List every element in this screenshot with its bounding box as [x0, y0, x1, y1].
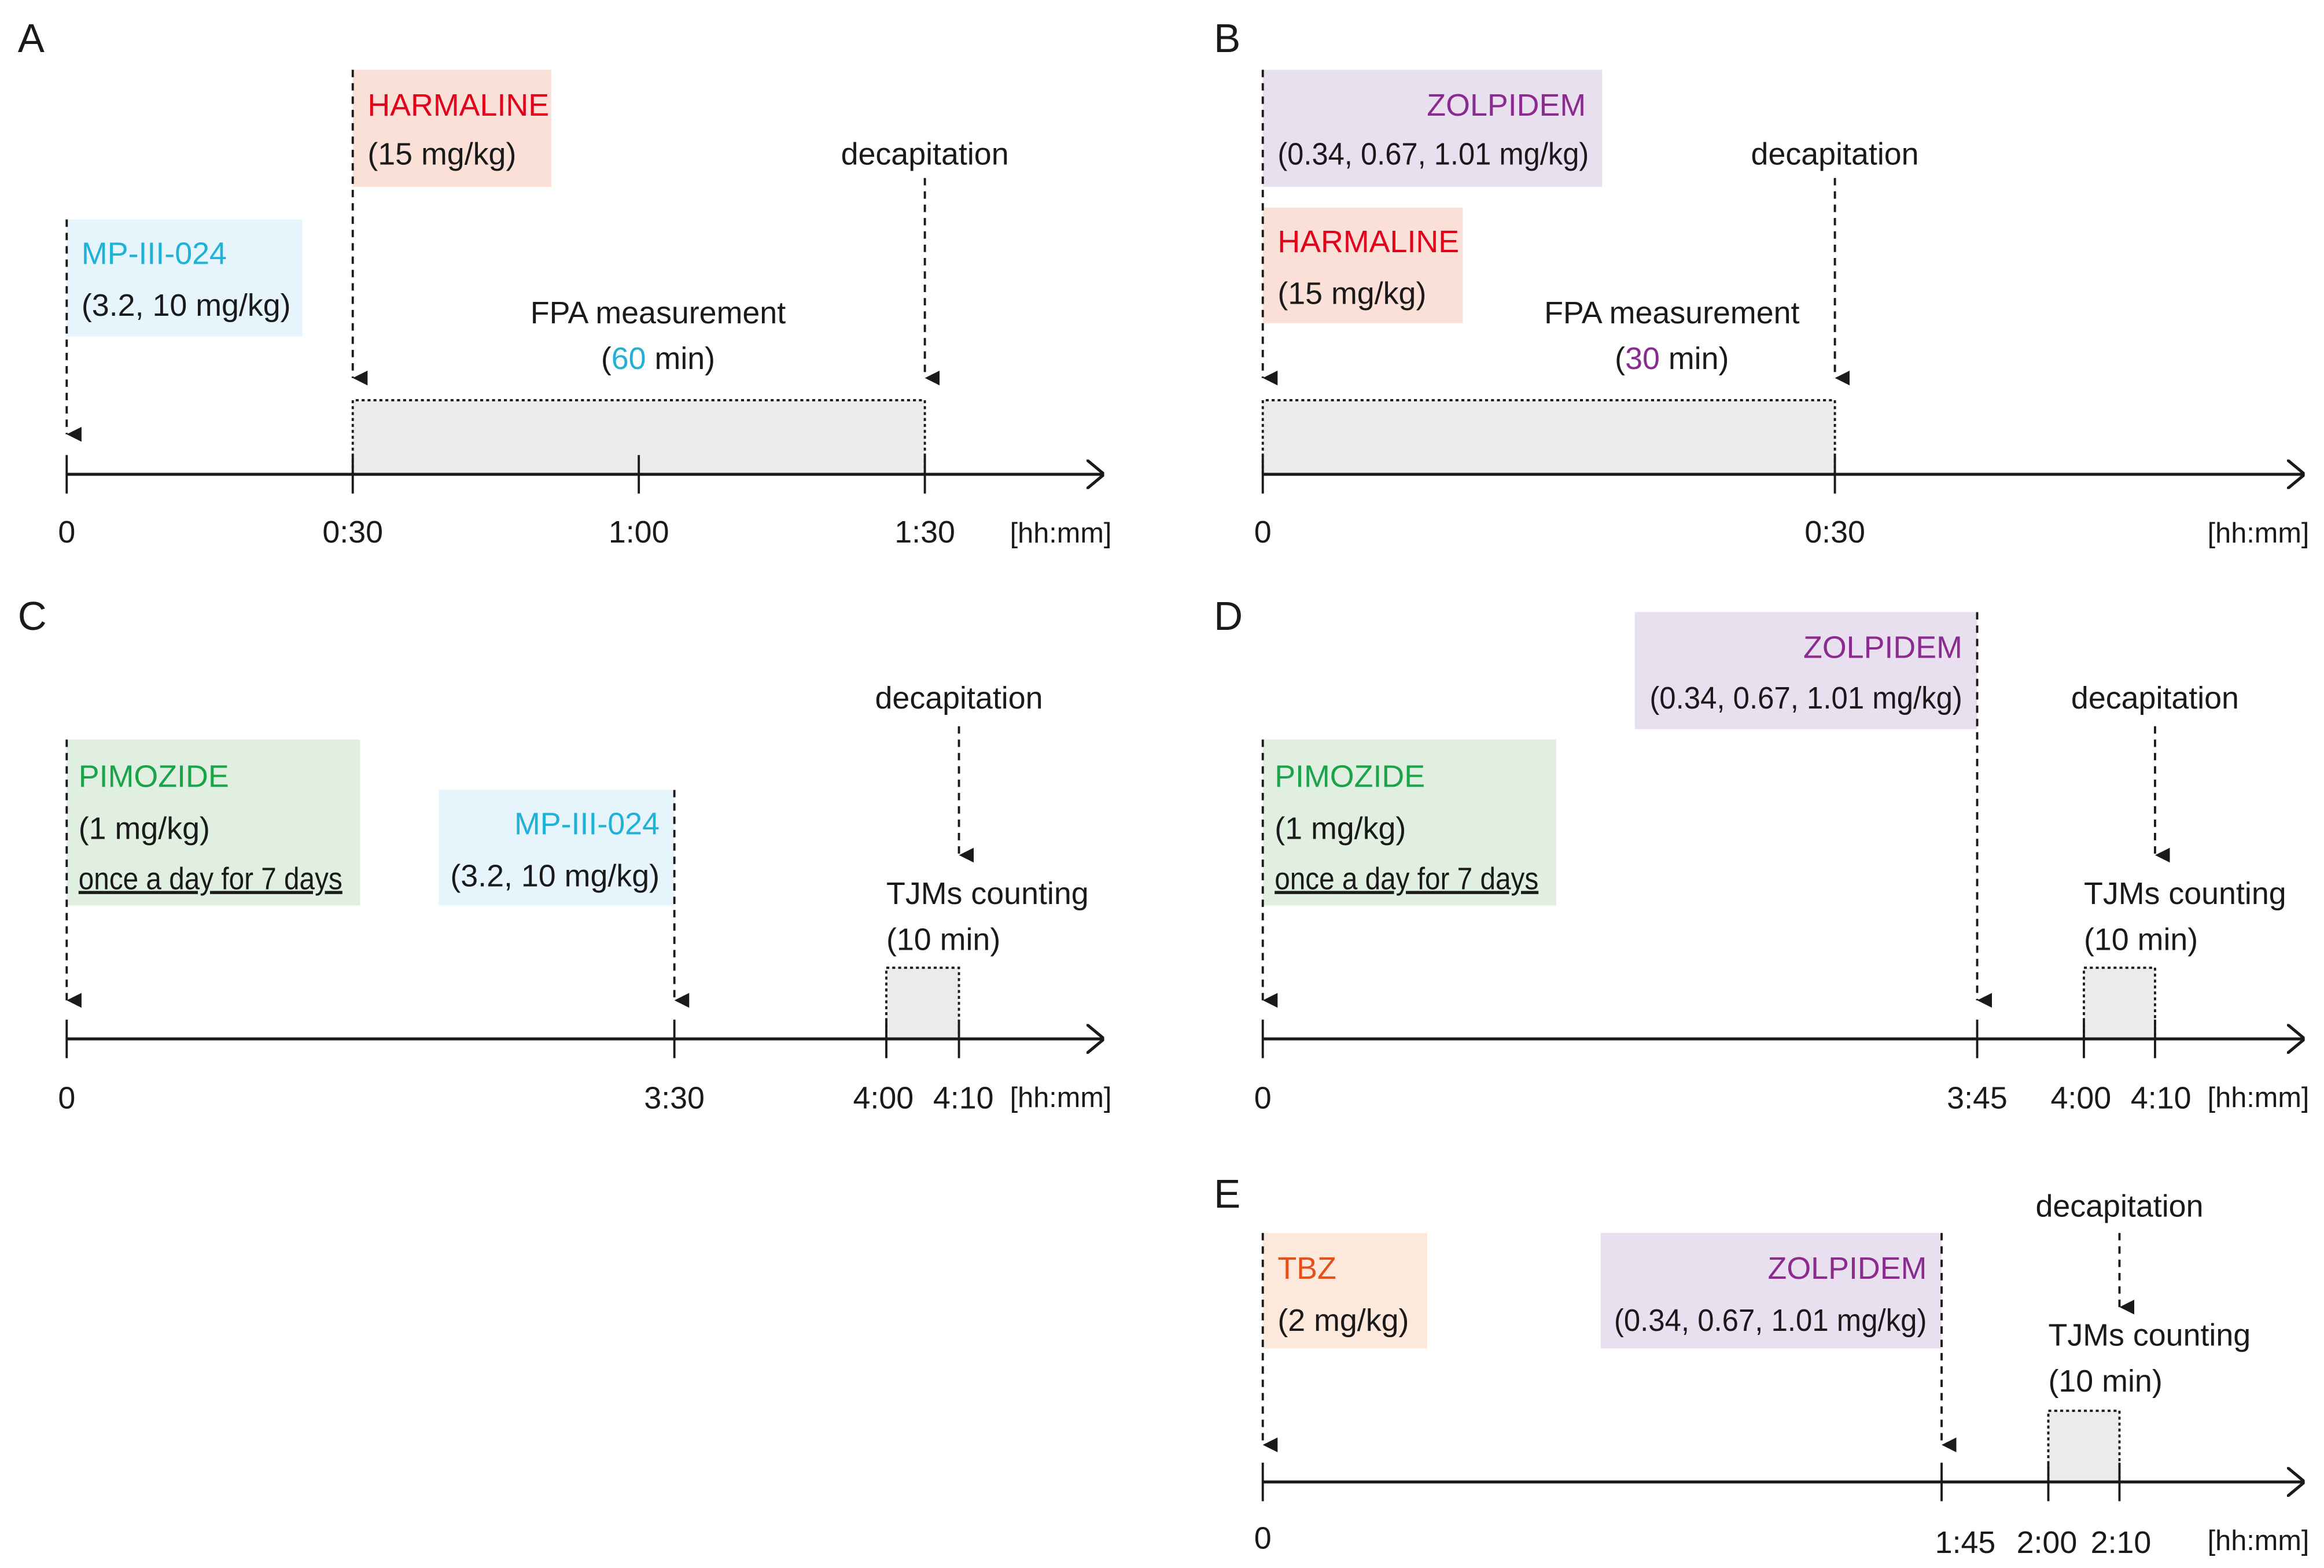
- measurement-label: FPA measurement: [531, 296, 786, 330]
- panel-label: B: [1214, 16, 1240, 61]
- harmaline-name: HARMALINE: [367, 88, 549, 123]
- harmaline-name: HARMALINE: [1277, 224, 1459, 259]
- tick-label: 0: [1254, 1081, 1272, 1116]
- mp-dose: (3.2, 10 mg/kg): [82, 288, 291, 323]
- zolpidem-box: [1262, 69, 1603, 187]
- measurement-duration: (60 min): [601, 341, 715, 376]
- harmaline-dose: (15 mg/kg): [367, 137, 516, 172]
- zolpidem-dose: (0.34, 0.67, 1.01 mg/kg): [1614, 1303, 1927, 1338]
- panel-d: D ZOLPIDEM (0.34, 0.67, 1.01 mg/kg) PIMO…: [1214, 593, 2309, 1115]
- pimozide-name: PIMOZIDE: [1275, 759, 1425, 794]
- mp-box: [439, 789, 675, 906]
- measurement-period: [1262, 400, 1835, 475]
- unit-label: [hh:mm]: [2208, 518, 2310, 549]
- mp-name: MP-III-024: [514, 807, 660, 842]
- measurement-duration: (10 min): [2084, 922, 2198, 957]
- tick-label: 0:30: [322, 515, 383, 549]
- tick-label: 2:00: [2017, 1525, 2078, 1560]
- tick-label: 0: [1254, 515, 1272, 549]
- tick-label: 3:45: [1947, 1081, 2008, 1116]
- panel-c: C PIMOZIDE (1 mg/kg) once a day for 7 da…: [18, 593, 1112, 1115]
- mp-box: [67, 219, 303, 337]
- tick-label: 1:30: [894, 515, 955, 549]
- measurement-outline: [2083, 966, 2156, 1039]
- pimozide-name: PIMOZIDE: [79, 759, 229, 794]
- panel-b: B ZOLPIDEM (0.34, 0.67, 1.01 mg/kg) HARM…: [1214, 16, 2309, 549]
- zolpidem-dose: (0.34, 0.67, 1.01 mg/kg): [1277, 137, 1589, 172]
- zolpidem-box: [1634, 612, 1977, 729]
- pimozide-schedule: once a day for 7 days: [1275, 861, 1538, 896]
- panel-e: E TBZ (2 mg/kg) ZOLPIDEM (0.34, 0.67, 1.…: [1214, 1171, 2309, 1560]
- decapitation-label: decapitation: [2071, 681, 2239, 715]
- pimozide-dose: (1 mg/kg): [1275, 811, 1406, 846]
- tbz-name: TBZ: [1277, 1251, 1336, 1286]
- tick-label: 0:30: [1804, 515, 1865, 549]
- harmaline-dose: (15 mg/kg): [1277, 276, 1426, 311]
- decapitation-label: decapitation: [1751, 137, 1919, 172]
- decapitation-label: decapitation: [841, 137, 1009, 172]
- zolpidem-name: ZOLPIDEM: [1427, 88, 1586, 123]
- tick-label: 1:45: [1935, 1525, 1996, 1560]
- measurement-period: [2083, 968, 2155, 1039]
- measurement-duration: (10 min): [886, 922, 1000, 957]
- tick-label: 4:00: [2051, 1081, 2112, 1116]
- tick-label: 1:00: [609, 515, 669, 549]
- decapitation-label: decapitation: [2035, 1189, 2203, 1224]
- panel-a: A HARMALINE (15 mg/kg) MP-III-024 (3.2, …: [18, 16, 1112, 549]
- harmaline-box: [1262, 207, 1463, 323]
- tick-label: 0: [1254, 1521, 1272, 1555]
- mp-name: MP-III-024: [82, 236, 227, 271]
- zolpidem-name: ZOLPIDEM: [1767, 1251, 1927, 1286]
- measurement-outline: [885, 966, 960, 1039]
- tick-label: 4:10: [933, 1081, 994, 1116]
- tbz-box: [1262, 1233, 1428, 1349]
- tick-label: 2:10: [2091, 1525, 2152, 1560]
- measurement-duration: (10 min): [2048, 1364, 2162, 1399]
- unit-label: [hh:mm]: [2208, 1082, 2310, 1113]
- tick-label: 0: [58, 1081, 75, 1116]
- zolpidem-name: ZOLPIDEM: [1803, 630, 1962, 665]
- pimozide-box: [1262, 739, 1556, 906]
- measurement-duration: (30 min): [1615, 341, 1729, 376]
- measurement-label: TJMs counting: [2084, 876, 2286, 911]
- zolpidem-box: [1600, 1233, 1942, 1349]
- panel-label: D: [1214, 593, 1243, 639]
- panel-label: E: [1214, 1171, 1240, 1216]
- measurement-outline: [351, 399, 926, 475]
- panel-label: C: [18, 593, 47, 639]
- tick-label: 0: [58, 515, 75, 549]
- tick-label: 4:00: [853, 1081, 914, 1116]
- measurement-label: TJMs counting: [2048, 1318, 2251, 1352]
- zolpidem-dose: (0.34, 0.67, 1.01 mg/kg): [1649, 681, 1962, 715]
- unit-label: [hh:mm]: [2208, 1525, 2310, 1556]
- measurement-period: [2048, 1411, 2120, 1482]
- decapitation-label: decapitation: [875, 681, 1043, 715]
- tick-label: 4:10: [2131, 1081, 2192, 1116]
- tick-label: 3:30: [644, 1081, 705, 1116]
- pimozide-box: [67, 739, 360, 906]
- pimozide-schedule: once a day for 7 days: [79, 861, 342, 896]
- harmaline-box: [352, 69, 552, 187]
- unit-label: [hh:mm]: [1010, 1082, 1112, 1113]
- tbz-dose: (2 mg/kg): [1277, 1303, 1409, 1338]
- measurement-outline: [1261, 399, 1836, 475]
- unit-label: [hh:mm]: [1010, 518, 1112, 549]
- pimozide-dose: (1 mg/kg): [79, 811, 210, 846]
- mp-dose: (3.2, 10 mg/kg): [450, 858, 660, 893]
- measurement-label: TJMs counting: [886, 876, 1089, 911]
- measurement-label: FPA measurement: [1544, 296, 1799, 330]
- measurement-period: [886, 968, 959, 1039]
- panel-label: A: [18, 16, 45, 61]
